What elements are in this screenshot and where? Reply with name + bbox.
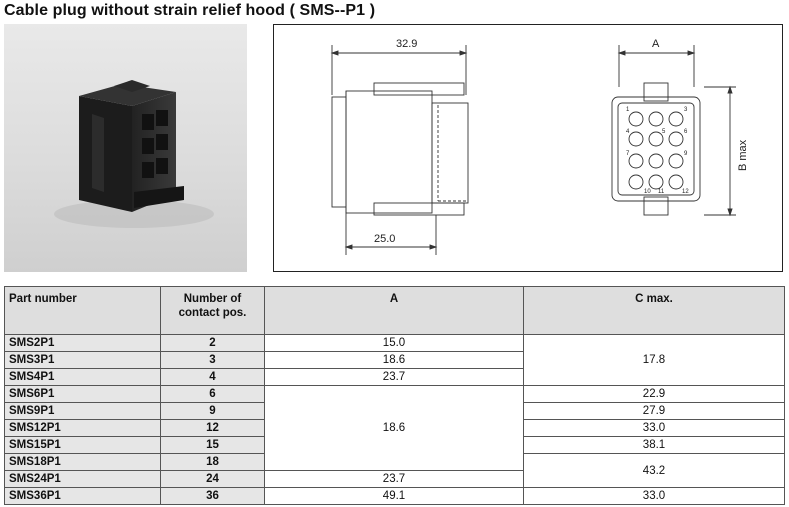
pin-number: 5	[662, 129, 666, 135]
table-row: SMS36P1 36 49.1 33.0	[4, 487, 785, 505]
pin-number: 6	[684, 129, 688, 135]
c-value-cell: 27.9	[523, 402, 785, 420]
header-a: A	[264, 286, 524, 335]
contact-count-cell: 18	[160, 453, 265, 471]
dim-top-label: 32.9	[396, 38, 417, 50]
c-value-cell: 38.1	[523, 436, 785, 454]
table-row: SMS3P1 3 18.6	[4, 351, 785, 369]
table-row: SMS9P1 9 27.9	[4, 402, 785, 420]
part-number-cell: SMS4P1	[4, 368, 161, 386]
table-row: SMS15P1 15 38.1	[4, 436, 785, 454]
table-row: SMS12P1 12 33.0	[4, 419, 785, 437]
c-value-cell: 33.0	[523, 487, 785, 505]
part-number-cell: SMS12P1	[4, 419, 161, 437]
connector-photo-image	[54, 80, 214, 228]
product-photo	[4, 24, 247, 272]
table-header-row: Part number Number of contact pos. A C m…	[4, 286, 785, 335]
part-number-cell: SMS15P1	[4, 436, 161, 454]
part-number-cell: SMS2P1	[4, 334, 161, 352]
pin-number: 4	[626, 129, 630, 135]
contact-count-cell: 24	[160, 470, 265, 488]
pin-number: 1	[626, 107, 630, 113]
part-number-cell: SMS9P1	[4, 402, 161, 420]
part-number-cell: SMS3P1	[4, 351, 161, 369]
pin-number: 12	[682, 189, 689, 195]
table-row: SMS4P1 4 23.7	[4, 368, 785, 386]
c-value-cell: 33.0	[523, 419, 785, 437]
a-value-cell: 18.6	[264, 385, 524, 471]
contact-count-cell: 36	[160, 487, 265, 505]
pin-number: 11	[658, 189, 665, 195]
a-value-cell: 18.6	[264, 351, 524, 369]
contact-count-cell: 2	[160, 334, 265, 352]
pin-number: 7	[626, 151, 630, 157]
c-value-cell: 17.8	[523, 334, 785, 386]
page-title: Cable plug without strain relief hood ( …	[4, 2, 376, 19]
header-c-max: C max.	[523, 286, 785, 335]
dim-bottom-label: 25.0	[374, 233, 395, 245]
part-number-cell: SMS18P1	[4, 453, 161, 471]
c-value-cell: 22.9	[523, 385, 785, 403]
pin-number: 3	[684, 107, 688, 113]
contact-count-cell: 4	[160, 368, 265, 386]
spec-table: Part number Number of contact pos. A C m…	[4, 286, 785, 505]
header-contact-pos: Number of contact pos.	[160, 286, 265, 335]
a-value-cell: 23.7	[264, 368, 524, 386]
contact-count-cell: 3	[160, 351, 265, 369]
dimension-drawing: 32.9 25.0 A B max 1 3 4 5 6 7 9 10 11 12	[330, 38, 749, 255]
pin-number: 9	[684, 151, 688, 157]
c-value-cell: 43.2	[523, 453, 785, 488]
table-row: SMS6P1 6 18.6 22.9	[4, 385, 785, 471]
dim-b-label: B max	[737, 139, 749, 171]
header-part-number: Part number	[4, 286, 161, 335]
a-value-cell: 23.7	[264, 470, 524, 488]
part-number-cell: SMS36P1	[4, 487, 161, 505]
part-number-cell: SMS6P1	[4, 385, 161, 403]
contact-count-cell: 9	[160, 402, 265, 420]
contact-count-cell: 15	[160, 436, 265, 454]
contact-count-cell: 6	[160, 385, 265, 403]
a-value-cell: 15.0	[264, 334, 524, 352]
part-number-cell: SMS24P1	[4, 470, 161, 488]
pin-number: 10	[644, 189, 651, 195]
dim-a-label: A	[652, 38, 660, 50]
table-row: SMS2P1 2 15.0 17.8	[4, 334, 785, 386]
a-value-cell: 49.1	[264, 487, 524, 505]
technical-drawing: 32.9 25.0 A B max 1 3 4 5 6 7 9 10 11 12	[273, 24, 783, 272]
contact-count-cell: 12	[160, 419, 265, 437]
